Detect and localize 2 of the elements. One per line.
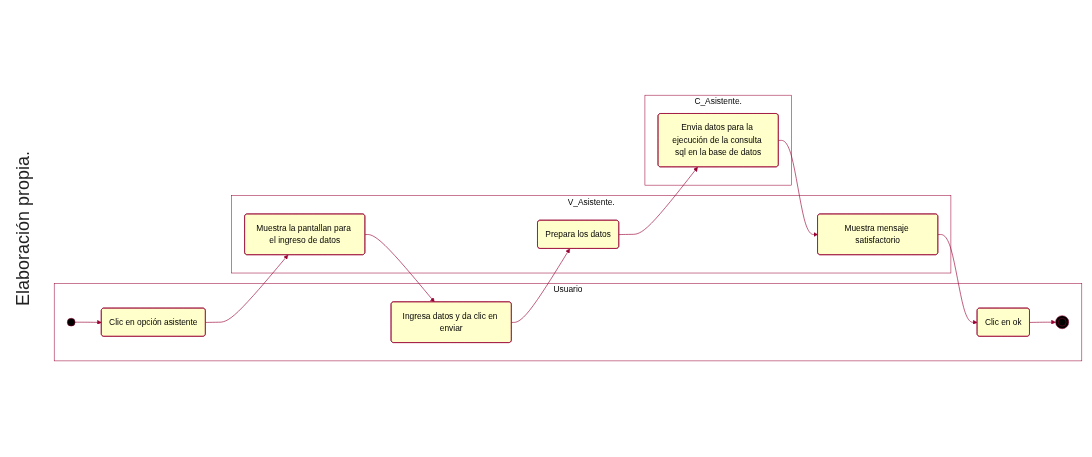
node-circle <box>67 318 76 327</box>
caption: Elaboración propia. <box>13 150 35 307</box>
